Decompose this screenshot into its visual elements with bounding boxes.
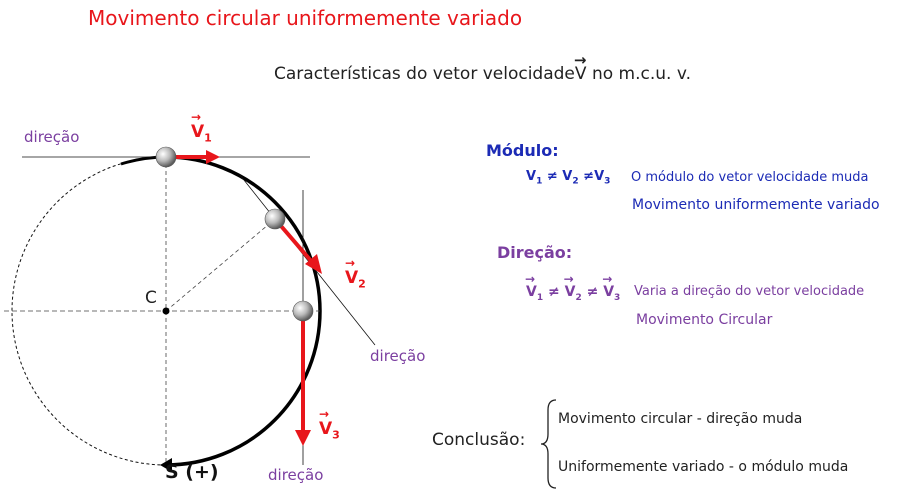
circular-motion-diagram bbox=[4, 146, 376, 472]
direction-label-1: direção bbox=[24, 128, 80, 146]
direction-label-2: direção bbox=[370, 347, 426, 365]
particle-position-1 bbox=[155, 146, 177, 168]
page-title: Movimento circular uniformemente variado bbox=[88, 6, 523, 30]
trajectory-arrowhead bbox=[160, 458, 172, 472]
radius-line bbox=[165, 218, 276, 312]
center-point bbox=[162, 307, 170, 315]
vector-v2-head bbox=[305, 254, 322, 274]
modulo-motion: Movimento uniformemente variado bbox=[632, 197, 880, 213]
direction-label-3: direção bbox=[268, 466, 324, 484]
direcao-equation: V1 ≠ V2 ≠ V3 bbox=[525, 272, 620, 303]
subtitle: Características do vetor velocidadeV no … bbox=[274, 51, 691, 84]
conclusion-label: Conclusão: bbox=[432, 430, 526, 450]
trajectory-label: S (+) bbox=[165, 461, 219, 483]
direcao-description: Varia a direção do vetor velocidade bbox=[634, 284, 865, 299]
vector-label-v2: V2 bbox=[345, 256, 366, 290]
subtitle-prefix: Características do vetor velocidade bbox=[274, 64, 575, 84]
direction-line-2 bbox=[239, 174, 376, 346]
vector-v3-head bbox=[295, 430, 311, 446]
modulo-description: O módulo do vetor velocidade muda bbox=[631, 170, 869, 185]
conclusion-item-2: Uniformemente variado - o módulo muda bbox=[558, 459, 849, 475]
direcao-heading: Direção: bbox=[497, 243, 573, 262]
conclusion-brace bbox=[540, 399, 557, 489]
conclusion-item-1: Movimento circular - direção muda bbox=[558, 411, 803, 427]
vector-label-v1: V1 bbox=[191, 110, 212, 144]
particle-position-2 bbox=[264, 208, 286, 230]
direcao-motion: Movimento Circular bbox=[636, 312, 773, 328]
center-label: C bbox=[145, 288, 157, 308]
vector-label-v3: V3 bbox=[319, 407, 340, 441]
velocity-vector-symbol: V bbox=[574, 51, 587, 84]
modulo-heading: Módulo: bbox=[486, 141, 559, 160]
subtitle-suffix: no m.c.u. v. bbox=[591, 64, 691, 84]
particle-position-3 bbox=[292, 300, 314, 322]
vector-v1-head bbox=[206, 150, 220, 164]
modulo-equation: V1 ≠ V2 ≠V3 bbox=[526, 169, 611, 187]
